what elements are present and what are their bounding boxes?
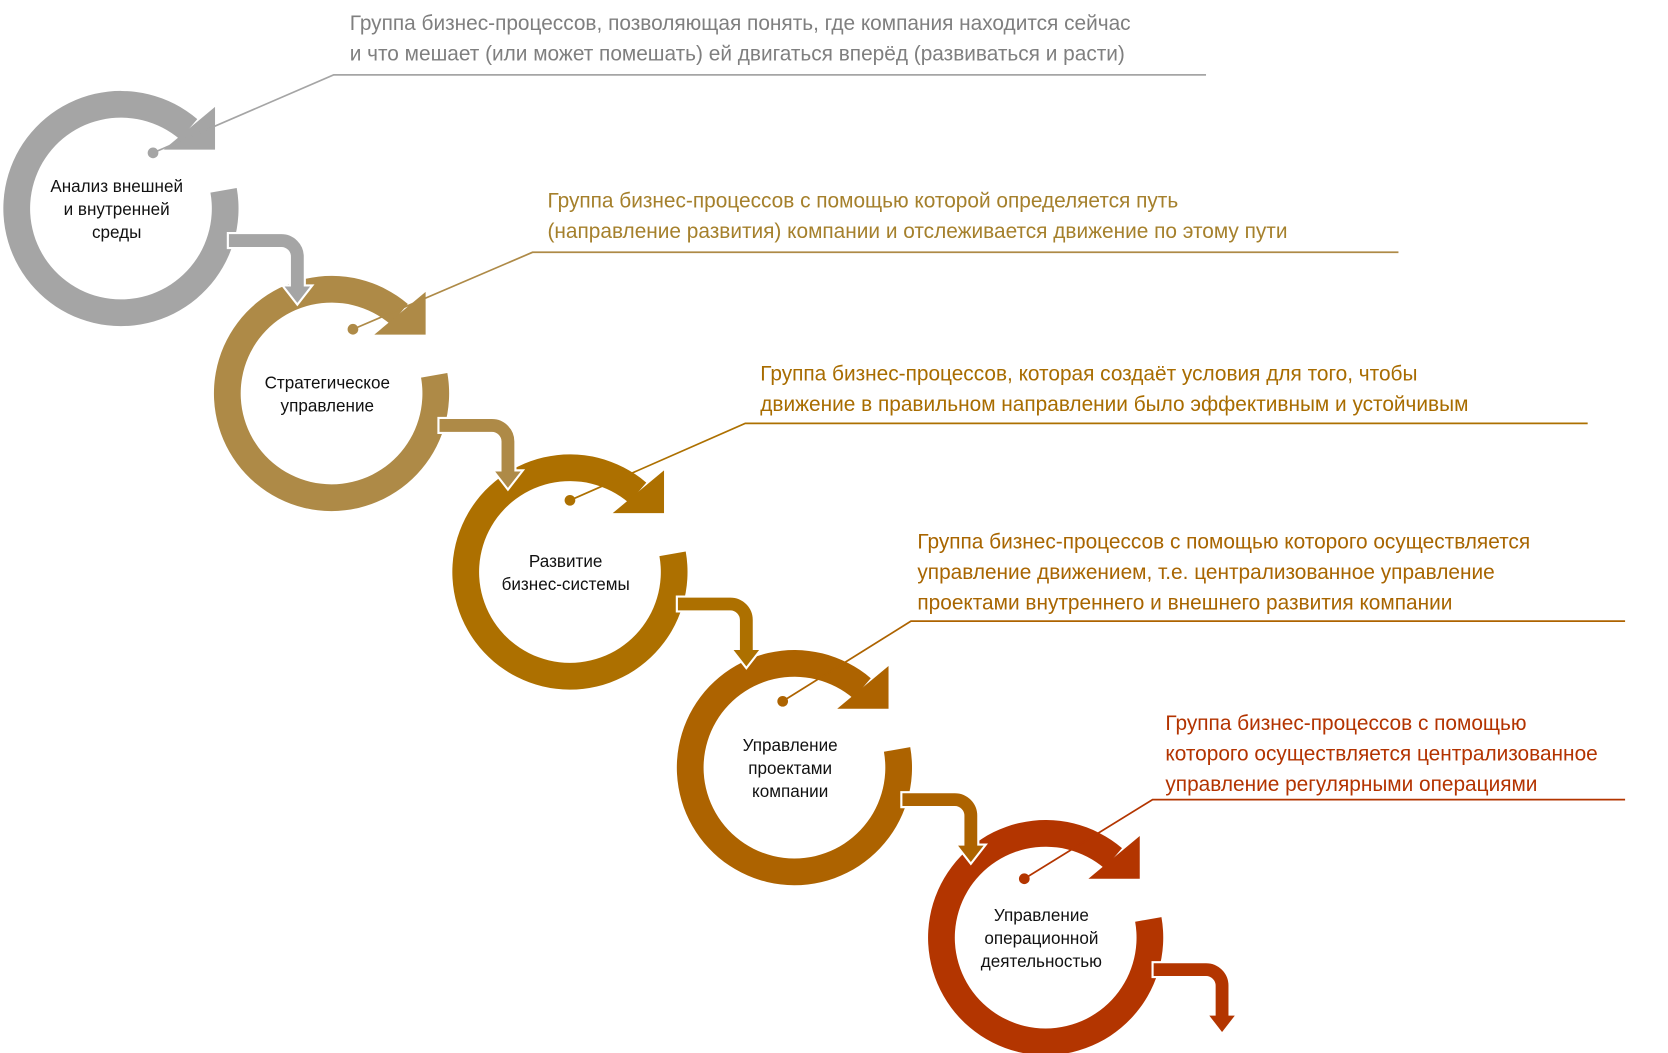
callout-text: управление движением, т.е. централизован…: [917, 561, 1494, 584]
stage-label: управление: [281, 396, 374, 415]
callout-leader-line: [1023, 798, 1626, 880]
callout-dot: [1018, 873, 1030, 885]
bent-arrow-down-icon: [226, 231, 315, 307]
bent-arrow-down-icon: [900, 791, 988, 866]
bent-arrow-down-icon: [437, 416, 526, 492]
bent-arrow-down-icon: [1151, 961, 1240, 1036]
stage-label: компании: [752, 782, 828, 801]
callout-dot: [777, 695, 789, 707]
callout-text: которого осуществляется централизованное: [1165, 743, 1597, 766]
callout-leader-line: [152, 73, 1207, 154]
callout-4: Группа бизнес-процессов с помощью которо…: [777, 530, 1626, 707]
callout-text: проектами внутреннего и внешнего развити…: [917, 591, 1452, 614]
circular-arrow-head-icon: [163, 106, 216, 150]
callout-text: Группа бизнес-процессов с помощью которо…: [547, 189, 1178, 212]
callout-text: Группа бизнес-процессов с помощью которо…: [917, 530, 1530, 553]
callout-text: движение в правильном направлении было э…: [760, 393, 1468, 416]
stage-label: Развитие: [529, 552, 603, 571]
circular-arrow-head-icon: [374, 291, 426, 335]
callout-1: Группа бизнес-процессов, позволяющая пон…: [147, 12, 1207, 159]
stage-label: бизнес-системы: [502, 575, 630, 594]
callout-text: Группа бизнес-процессов, позволяющая пон…: [350, 12, 1131, 35]
stage-circle-3: Развитие бизнес-системы: [452, 454, 688, 690]
stage-circle-2: Стратегическое управление: [213, 275, 450, 512]
callout-text: и что мешает (или может помешать) ей дви…: [350, 42, 1125, 65]
stage-label: операционной: [984, 929, 1098, 948]
callout-dot: [147, 147, 159, 159]
callout-3: Группа бизнес-процессов, которая создаёт…: [564, 363, 1588, 506]
callout-dot: [564, 494, 576, 506]
callout-text: Группа бизнес-процессов с помощью: [1165, 712, 1526, 735]
callout-leader-line: [782, 620, 1626, 703]
stage-circle-1: Анализ внешней и внутренней среды: [3, 90, 239, 327]
stage-label: Управление: [743, 736, 838, 755]
callout-text: (направление развития) компании и отслеж…: [547, 220, 1287, 243]
stage-label: Управление: [994, 906, 1089, 925]
bent-arrow-down-icon: [675, 595, 764, 670]
callout-text: управление регулярными операциями: [1165, 773, 1537, 796]
stage-label: и внутренней: [64, 200, 170, 219]
callout-dot: [347, 323, 359, 335]
stage-label: деятельностью: [981, 952, 1102, 971]
stage-label: проектами: [748, 759, 832, 778]
callout-leader-line: [352, 251, 1399, 331]
callout-2: Группа бизнес-процессов с помощью которо…: [347, 189, 1399, 335]
callout-text: Группа бизнес-процессов, которая создаёт…: [760, 363, 1417, 386]
stage-label: Анализ внешней: [50, 177, 183, 196]
stage-label: среды: [92, 223, 141, 242]
circular-arrow-head-icon: [612, 470, 665, 514]
circular-arrow-head-icon: [837, 666, 889, 709]
stage-label: Стратегическое: [265, 373, 390, 392]
callout-leader-line: [569, 422, 1588, 502]
callout-5: Группа бизнес-процессов с помощью которог…: [1018, 712, 1626, 885]
stage-circle-4: Управление проектами компании: [676, 650, 913, 886]
